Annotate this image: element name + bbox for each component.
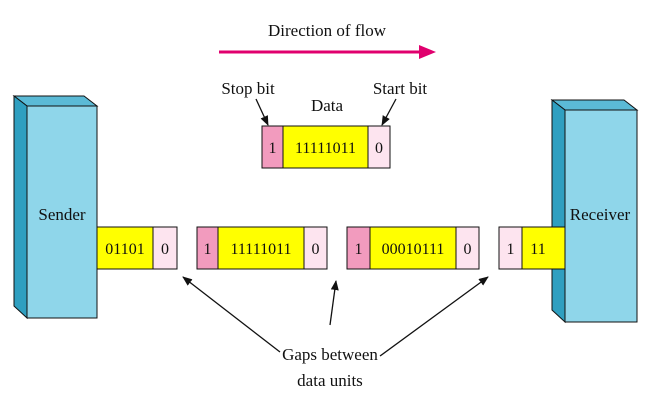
receiver-front-face (564, 109, 638, 323)
top-stop-value: 1 (269, 140, 277, 157)
leaving-data-bits (96, 226, 154, 270)
sender-label: Sender (38, 205, 86, 224)
data-label: Data (311, 96, 344, 115)
receiver-label: Receiver (570, 205, 631, 224)
frame1-start-bit (303, 226, 328, 270)
frame2-data-value: 00010111 (382, 241, 445, 258)
sender-device: Sender (12, 94, 99, 320)
top-data-bits (282, 125, 369, 169)
top-start-value: 0 (375, 140, 383, 157)
leaving-data-value: 01101 (105, 241, 144, 258)
sender-top-face (12, 95, 99, 107)
gaps-label-line2: data units (297, 371, 363, 390)
arriving-stop-value: 1 (507, 241, 515, 258)
frame1-start-value: 0 (312, 241, 320, 258)
frame1-data-value: 11111011 (230, 241, 291, 258)
stream-frame-1: 1 11111011 0 (196, 226, 328, 270)
gap-pointer-left (182, 276, 281, 353)
gaps-label-line1: Gaps between (282, 345, 378, 364)
frame2-start-value: 0 (464, 241, 472, 258)
sender-side-face (13, 94, 28, 320)
frame1-stop-value: 1 (204, 241, 212, 258)
gap-pointer-right (379, 276, 489, 357)
start-bit-pointer (381, 98, 397, 126)
start-bit-label: Start bit (373, 79, 428, 98)
stop-bit-label: Stop bit (221, 79, 275, 98)
sender-front-face (26, 105, 98, 319)
leaving-frame: 01101 0 (96, 226, 178, 270)
frame2-stop-value: 1 (355, 241, 363, 258)
flow-arrow-head (419, 45, 436, 59)
receiver-device: Receiver (550, 98, 639, 324)
arriving-data-value: 11 (530, 241, 545, 258)
stop-bit-pointer (255, 98, 269, 126)
flow-label: Direction of flow (268, 21, 387, 40)
top-start-bit (367, 125, 391, 169)
frame1-data-bits (217, 226, 305, 270)
receiver-side-face (551, 98, 566, 324)
arriving-frame: 1 11 (498, 226, 566, 270)
leaving-start-value: 0 (161, 241, 169, 258)
stream-frame-2: 1 00010111 0 (346, 226, 480, 270)
arriving-data-bits (521, 226, 566, 270)
frame2-data-bits (369, 226, 457, 270)
receiver-top-face (550, 99, 639, 111)
top-frame: 1 11111011 0 (261, 125, 391, 169)
top-data-value: 11111011 (295, 140, 356, 157)
leaving-start-bit (152, 226, 178, 270)
frame2-start-bit (455, 226, 480, 270)
gap-pointer-middle (329, 280, 339, 326)
